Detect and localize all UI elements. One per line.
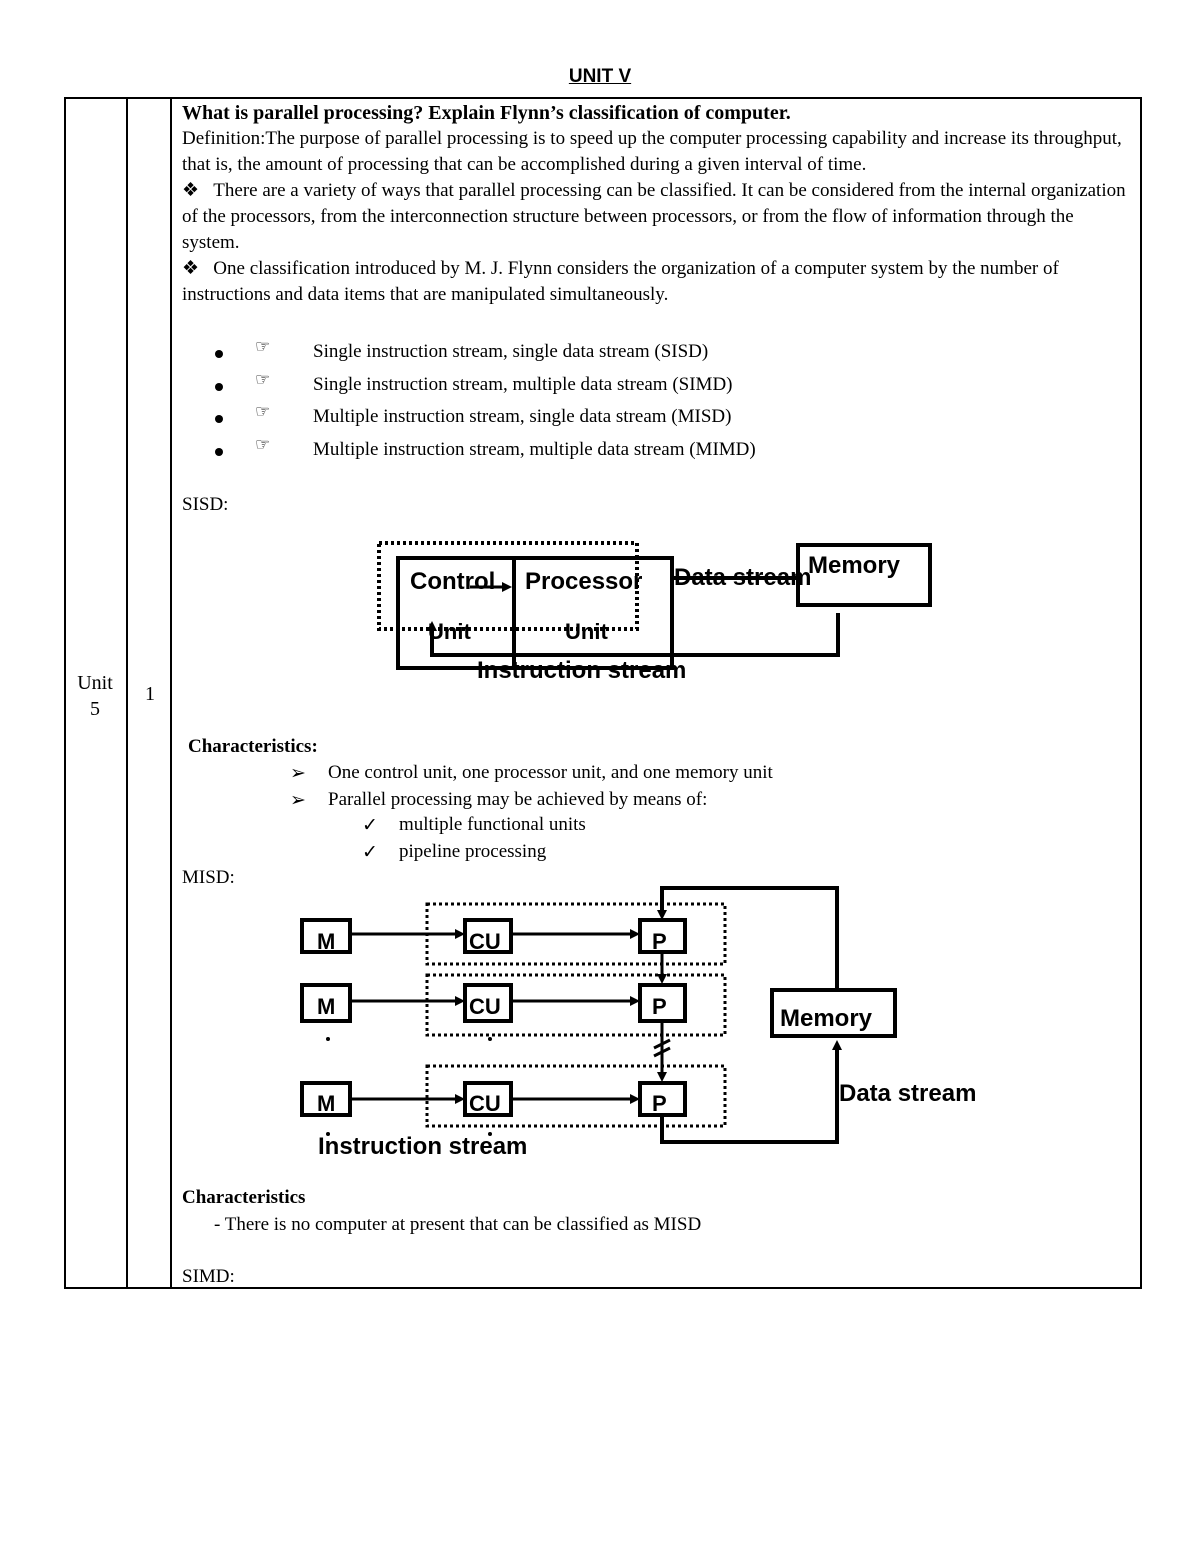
unit-label: Unit 5 (77, 672, 113, 720)
processor-label: Processor (525, 568, 642, 595)
content-table (64, 97, 1142, 1289)
simd-label: SIMD: (182, 1266, 235, 1287)
sisd-diagram: Control Unit Processor Unit Data stream … (377, 541, 932, 684)
control-label: Control (410, 568, 495, 595)
instruction-stream-label: Instruction stream (477, 657, 686, 684)
diamond-bullet-icon: ❖ (182, 180, 214, 201)
misd-characteristic-item: - There is no computer at present that c… (214, 1214, 702, 1235)
pointing-hand-icon: ☞ (255, 402, 271, 421)
definition-paragraph: Definition:The purpose of parallel proce… (182, 128, 1122, 175)
sub-item: ✓pipeline processing (362, 841, 547, 863)
list-item: ☞Multiple instruction stream, single dat… (215, 402, 915, 439)
question-title: What is parallel processing? Explain Fly… (182, 102, 791, 124)
bullet-icon (215, 350, 223, 358)
check-icon: ✓ (362, 842, 378, 863)
misd-diagram: M CU P M CU P M CU P Memory Data stream (300, 886, 976, 1160)
list-item: ☞Multiple instruction stream, multiple d… (215, 435, 915, 472)
pointing-hand-icon: ☞ (255, 369, 271, 389)
cu-label: CU (469, 929, 501, 954)
memory-box (796, 543, 932, 607)
column-divider (126, 97, 128, 1289)
cu-label: CU (469, 994, 501, 1019)
bullet-icon (215, 447, 223, 456)
m-label: M (317, 929, 335, 954)
bullet-icon (215, 382, 223, 391)
bullet-icon (215, 415, 223, 423)
classification-list: ☞Single instruction stream, single data … (215, 337, 915, 472)
column-divider (170, 97, 172, 1289)
point-item: ❖ One classification introduced by M. J.… (182, 258, 1059, 305)
unit-label-2: Unit (565, 619, 608, 644)
list-item: ☞Single instruction stream, multiple dat… (215, 370, 915, 407)
p-label: P (652, 994, 667, 1019)
characteristic-item: ➢One control unit, one processor unit, a… (290, 762, 773, 784)
check-icon: ✓ (362, 815, 378, 836)
arrow-bullet-icon: ➢ (290, 763, 306, 784)
misd-label: MISD: (182, 867, 235, 888)
list-item: ☞Single instruction stream, single data … (215, 337, 915, 374)
memory-box (770, 988, 897, 1038)
memory-label: Memory (808, 552, 901, 579)
misd-row: M CU P (300, 973, 727, 1037)
misd-row: M CU P (300, 1064, 727, 1128)
sisd-characteristics-title: Characteristics: (188, 736, 318, 757)
diamond-bullet-icon: ❖ (182, 258, 214, 279)
memory-label: Memory (780, 1005, 873, 1032)
misd-characteristics-title: Characteristics (182, 1187, 306, 1208)
point-item: ❖ There are a variety of ways that paral… (182, 180, 1126, 253)
characteristic-item: ➢Parallel processing may be achieved by … (290, 789, 708, 811)
m-label: M (317, 1091, 335, 1116)
data-stream-label: Data stream (839, 1080, 976, 1107)
arrow-bullet-icon: ➢ (290, 790, 306, 811)
misd-row: M CU P (300, 902, 727, 966)
p-label: P (652, 1091, 667, 1116)
m-label: M (317, 994, 335, 1019)
p-label: P (652, 929, 667, 954)
sub-item: ✓multiple functional units (362, 814, 586, 836)
cu-label: CU (469, 1091, 501, 1116)
pointing-hand-icon: ☞ (255, 434, 271, 454)
sisd-label: SISD: (182, 494, 229, 515)
answer-content: What is parallel processing? Explain Fly… (182, 100, 1132, 308)
instruction-stream-label: Instruction stream (318, 1133, 527, 1160)
unit-label-1: Unit (428, 619, 471, 644)
processor-unit-box (512, 556, 674, 670)
sisd-dotted-boundary (377, 541, 639, 631)
row-number: 1 (145, 683, 155, 705)
pointing-hand-icon: ☞ (255, 337, 271, 356)
data-stream-label: Data stream (674, 564, 811, 591)
page-heading: UNIT V (568, 66, 632, 87)
